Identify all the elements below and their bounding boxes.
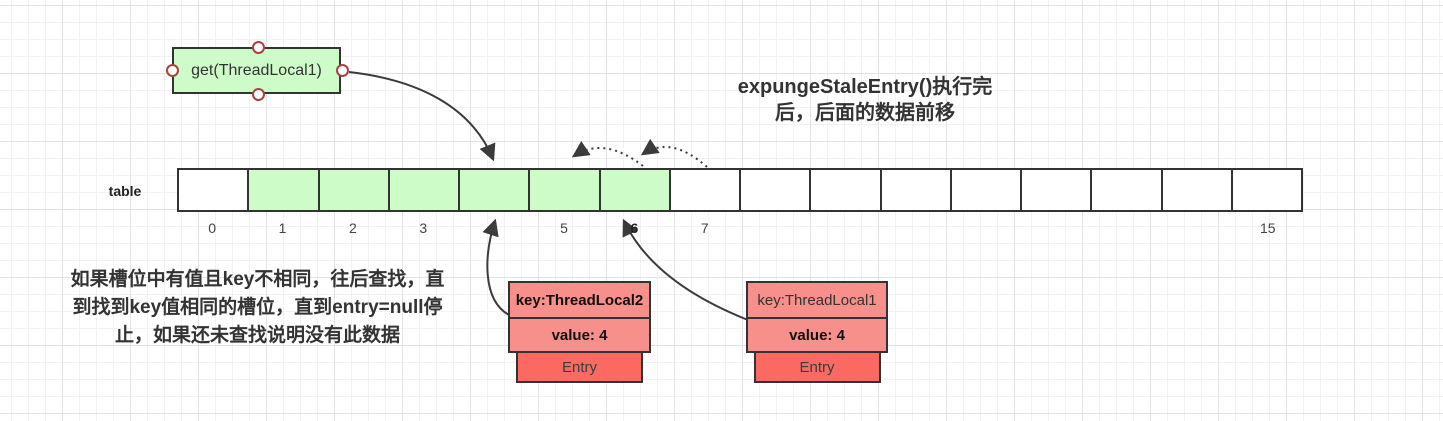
- table-index-row: 0 1 2 3 4 5 6 7 15: [177, 220, 1303, 238]
- table-slot-1[interactable]: [249, 170, 320, 210]
- slot-index-1: 1: [278, 220, 287, 236]
- arrow-shift-7-to-6: [640, 138, 708, 168]
- table-slot-11[interactable]: [951, 170, 1022, 210]
- table-slot-4[interactable]: [460, 170, 531, 210]
- entry2-tag-row: Entry: [516, 351, 643, 383]
- slot-index-5: 5: [560, 220, 568, 236]
- slot-index-9: [810, 220, 880, 238]
- connection-handle-left[interactable]: [166, 64, 179, 77]
- entry-node-threadlocal2[interactable]: key:ThreadLocal2 value: 4 Entry: [508, 281, 651, 383]
- threadlocal-table-array[interactable]: [177, 168, 1303, 212]
- table-slot-10[interactable]: [881, 170, 952, 210]
- slot-index-15: 15: [1260, 220, 1276, 236]
- slot-index-6: 6: [630, 220, 639, 236]
- arrow-get-to-slot4: [348, 71, 496, 162]
- connection-handle-bottom[interactable]: [252, 88, 265, 101]
- note-line-3: 止，如果还未查找说明没有此数据: [114, 325, 400, 346]
- slot-index-14: [1162, 220, 1232, 238]
- note-line-1: 如果槽位中有值且key不相同，往后查找，直: [70, 269, 445, 290]
- entry1-tag-row: Entry: [753, 351, 881, 383]
- title-line-1: expungeStaleEntry()执行完: [737, 76, 993, 98]
- entry2-value-row: value: 4: [508, 317, 651, 353]
- table-slot-12[interactable]: [1022, 170, 1093, 210]
- get-threadlocal1-label: get(ThreadLocal1): [191, 61, 322, 79]
- slot-index-12: [1022, 220, 1092, 238]
- table-slot-3[interactable]: [389, 170, 460, 210]
- lookup-explanation-note: 如果槽位中有值且key不相同，往后查找，直 到找到key值相同的槽位，直到ent…: [25, 266, 490, 350]
- table-slot-15[interactable]: [1232, 170, 1301, 210]
- slot-index-4: 4: [489, 220, 498, 236]
- entry2-key-row: key:ThreadLocal2: [508, 281, 651, 319]
- table-slot-8[interactable]: [741, 170, 812, 210]
- slot-index-13: [1092, 220, 1162, 238]
- connection-handle-right[interactable]: [336, 64, 349, 77]
- slot-index-7: 7: [700, 220, 709, 236]
- table-slot-14[interactable]: [1162, 170, 1233, 210]
- table-slot-9[interactable]: [811, 170, 882, 210]
- slot-index-10: [881, 220, 951, 238]
- connection-handle-top[interactable]: [252, 41, 265, 54]
- table-slot-2[interactable]: [319, 170, 390, 210]
- table-slot-0[interactable]: [179, 170, 250, 210]
- slot-index-0: 0: [208, 220, 217, 236]
- note-line-2: 到找到key值相同的槽位，直到entry=null停: [72, 297, 443, 318]
- table-slot-7[interactable]: [670, 170, 741, 210]
- slot-index-11: [951, 220, 1021, 238]
- slot-index-2: 2: [349, 220, 357, 236]
- table-slot-6[interactable]: [600, 170, 671, 210]
- entry1-key-row: key:ThreadLocal1: [746, 281, 888, 319]
- table-label: table: [108, 183, 142, 199]
- diagram-title: expungeStaleEntry()执行完 后，后面的数据前移: [640, 74, 1090, 126]
- slot-index-8: [740, 220, 810, 238]
- table-slot-5[interactable]: [530, 170, 601, 210]
- slot-index-3: 3: [419, 220, 428, 236]
- arrow-shift-6-to-5: [571, 140, 644, 167]
- entry1-value-row: value: 4: [746, 317, 888, 353]
- title-line-2: 后，后面的数据前移: [775, 102, 955, 124]
- entry-node-threadlocal1[interactable]: key:ThreadLocal1 value: 4 Entry: [746, 281, 888, 383]
- table-slot-13[interactable]: [1092, 170, 1163, 210]
- get-threadlocal1-node[interactable]: get(ThreadLocal1): [172, 47, 341, 94]
